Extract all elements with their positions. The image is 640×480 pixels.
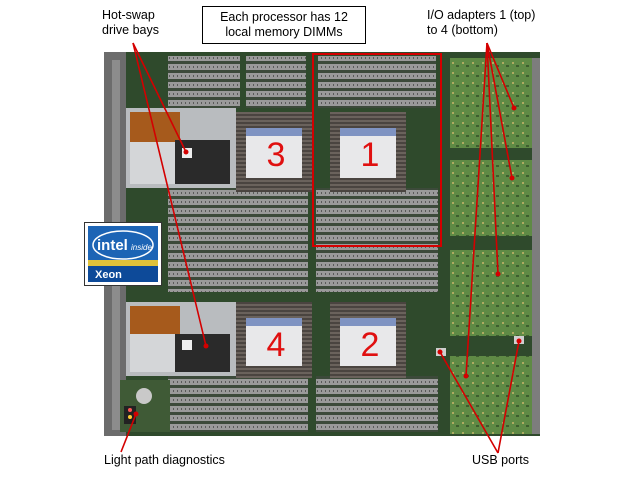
light-path-label: Light path diagnostics xyxy=(104,453,225,467)
intel-logo-graphic: intel inside Xeon xyxy=(88,226,158,282)
callout-arrowheads xyxy=(133,105,522,417)
memory-callout: Each processor has 12 local memory DIMMs xyxy=(202,6,366,44)
processor-number-4: 4 xyxy=(267,326,286,364)
dimm-bank xyxy=(318,56,436,108)
io-adapters-label: I/O adapters 1 (top) to 4 (bottom) xyxy=(427,8,536,37)
svg-text:intel: intel xyxy=(97,237,128,254)
processor-4 xyxy=(236,302,312,378)
callout-lines xyxy=(120,42,520,454)
processor-1 xyxy=(330,112,406,192)
processor-number-3: 3 xyxy=(267,136,286,174)
memory-highlight-box xyxy=(312,53,442,247)
intel-xeon-logo: intel inside Xeon xyxy=(84,222,162,286)
drive-bay-top xyxy=(126,108,236,188)
svg-text:inside: inside xyxy=(131,243,152,252)
processor-3 xyxy=(236,112,312,192)
dimm-bank xyxy=(168,56,240,108)
usb-ports-label: USB ports xyxy=(472,453,529,467)
light-path-panel xyxy=(120,380,170,432)
io-adapter-4 xyxy=(450,356,532,434)
svg-text:Xeon: Xeon xyxy=(95,269,122,281)
processor-number-2: 2 xyxy=(361,326,380,364)
processor-number-1: 1 xyxy=(361,136,380,174)
dimm-bank xyxy=(168,376,308,432)
dimm-bank xyxy=(168,188,308,292)
processor-2 xyxy=(330,302,406,378)
dimm-bank xyxy=(316,376,438,432)
io-adapter-3 xyxy=(450,250,532,336)
dimm-bank xyxy=(316,188,438,292)
hot-swap-label: Hot-swap drive bays xyxy=(102,8,159,37)
drive-bay-bottom xyxy=(126,302,236,376)
io-adapter-2 xyxy=(450,160,532,236)
dimm-bank xyxy=(246,56,306,108)
